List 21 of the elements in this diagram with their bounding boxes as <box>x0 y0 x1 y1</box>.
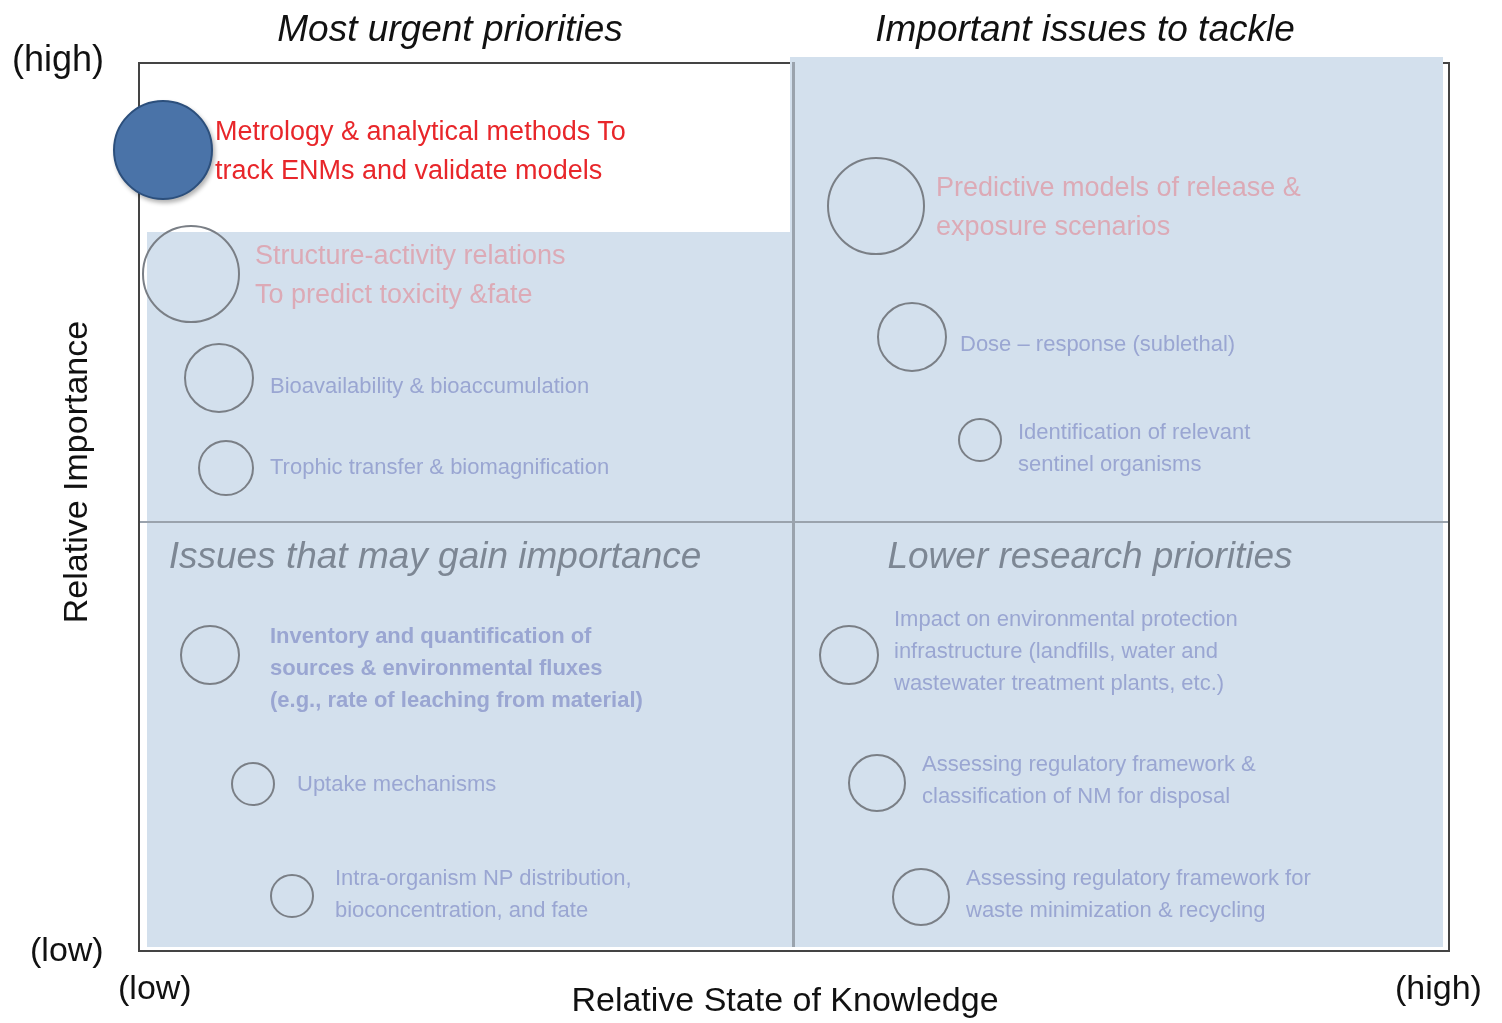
axis-end-label: (high) <box>1395 968 1482 1007</box>
bubble-item: Trophic transfer & biomagnification <box>198 440 770 496</box>
bubble-item: Intra-organism NP distribution, bioconcentration, and fate <box>270 862 715 926</box>
axis-end-label: (low) <box>118 968 192 1007</box>
quadrant-title: Important issues to tackle <box>875 8 1295 50</box>
bubble-item: Identification of relevant sentinel organisms <box>958 416 1318 480</box>
bubble-item: Uptake mechanisms <box>231 762 697 806</box>
axis-end-label: (high) <box>12 38 105 80</box>
bubble-item: Dose – response (sublethal) <box>877 302 1400 372</box>
bubble-item: Impact on environmental protection infrastructure (landfills, water and wastewater treatment plants, etc.) <box>819 603 1254 699</box>
axis-end-label: (low) <box>30 930 104 969</box>
filled-bubble-item: Metrology & analytical methods To track ENMs and validate models <box>113 100 645 200</box>
bubble-item: Assessing regulatory framework & classification of NM for disposal <box>848 748 1362 812</box>
quadrant-title: Issues that may gain importance <box>168 535 702 577</box>
axis-title: Relative Importance <box>55 320 95 624</box>
quadrant-title: Most urgent priorities <box>277 8 623 50</box>
bubble-item: Inventory and quantification of sources & environmental fluxes (e.g., rate of leaching from material) <box>180 620 655 716</box>
bubble-item: Bioavailability & bioaccumulation <box>184 343 770 413</box>
axis-title: Relative State of Knowledge <box>571 980 999 1019</box>
bubble-item: Assessing regulatory framework for waste minimization & recycling <box>892 862 1341 926</box>
quadrant-title: Lower research priorities <box>887 535 1293 577</box>
